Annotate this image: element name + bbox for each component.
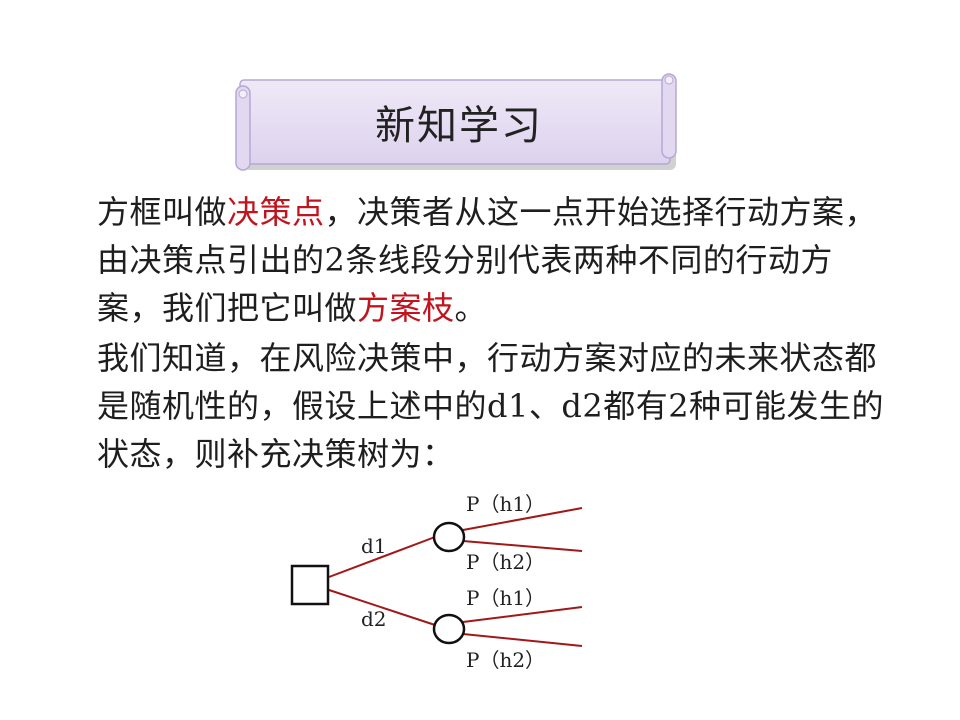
state-branch-d2-h1 <box>462 606 583 623</box>
title-banner <box>235 73 677 171</box>
banner-title: 新知学习 <box>375 103 543 149</box>
term-plan-branch: 方案枝 <box>357 289 455 327</box>
label-d1: d1 <box>361 534 387 558</box>
state-branch-d1-h2 <box>462 540 583 552</box>
risk-paragraph: 我们知道，在风险决策中，行动方案对应的未来状态都是随机性的，假设上述中的d1、d… <box>97 339 885 473</box>
chance-node-d2 <box>432 613 466 645</box>
intro-text-2: ，决策者从这一点开始选择行动方案，由决策点引出的2条线段分别代表两种不同的行动方… <box>97 193 878 327</box>
intro-paragraph: 方框叫做决策点，决策者从这一点开始选择行动方案，由决策点引出的2条线段分别代表两… <box>97 188 897 332</box>
label-lower-h1: P（h1） <box>466 586 545 610</box>
intro-text-1: 方框叫做 <box>97 193 228 231</box>
term-decision-point: 决策点 <box>227 193 325 231</box>
intro-text-3: 。 <box>454 289 488 327</box>
decision-node-box <box>290 564 330 606</box>
state-branch-d2-h2 <box>462 633 583 647</box>
label-upper-h1: P（h1） <box>466 492 545 516</box>
plan-branch-d2 <box>328 589 436 626</box>
chance-node-d1 <box>432 521 466 553</box>
state-branch-d1-h1 <box>462 507 583 531</box>
label-upper-h2: P（h2） <box>466 550 545 574</box>
label-d2: d2 <box>361 607 387 631</box>
label-lower-h2: P（h2） <box>466 648 545 672</box>
plan-branch-d1 <box>328 536 436 578</box>
